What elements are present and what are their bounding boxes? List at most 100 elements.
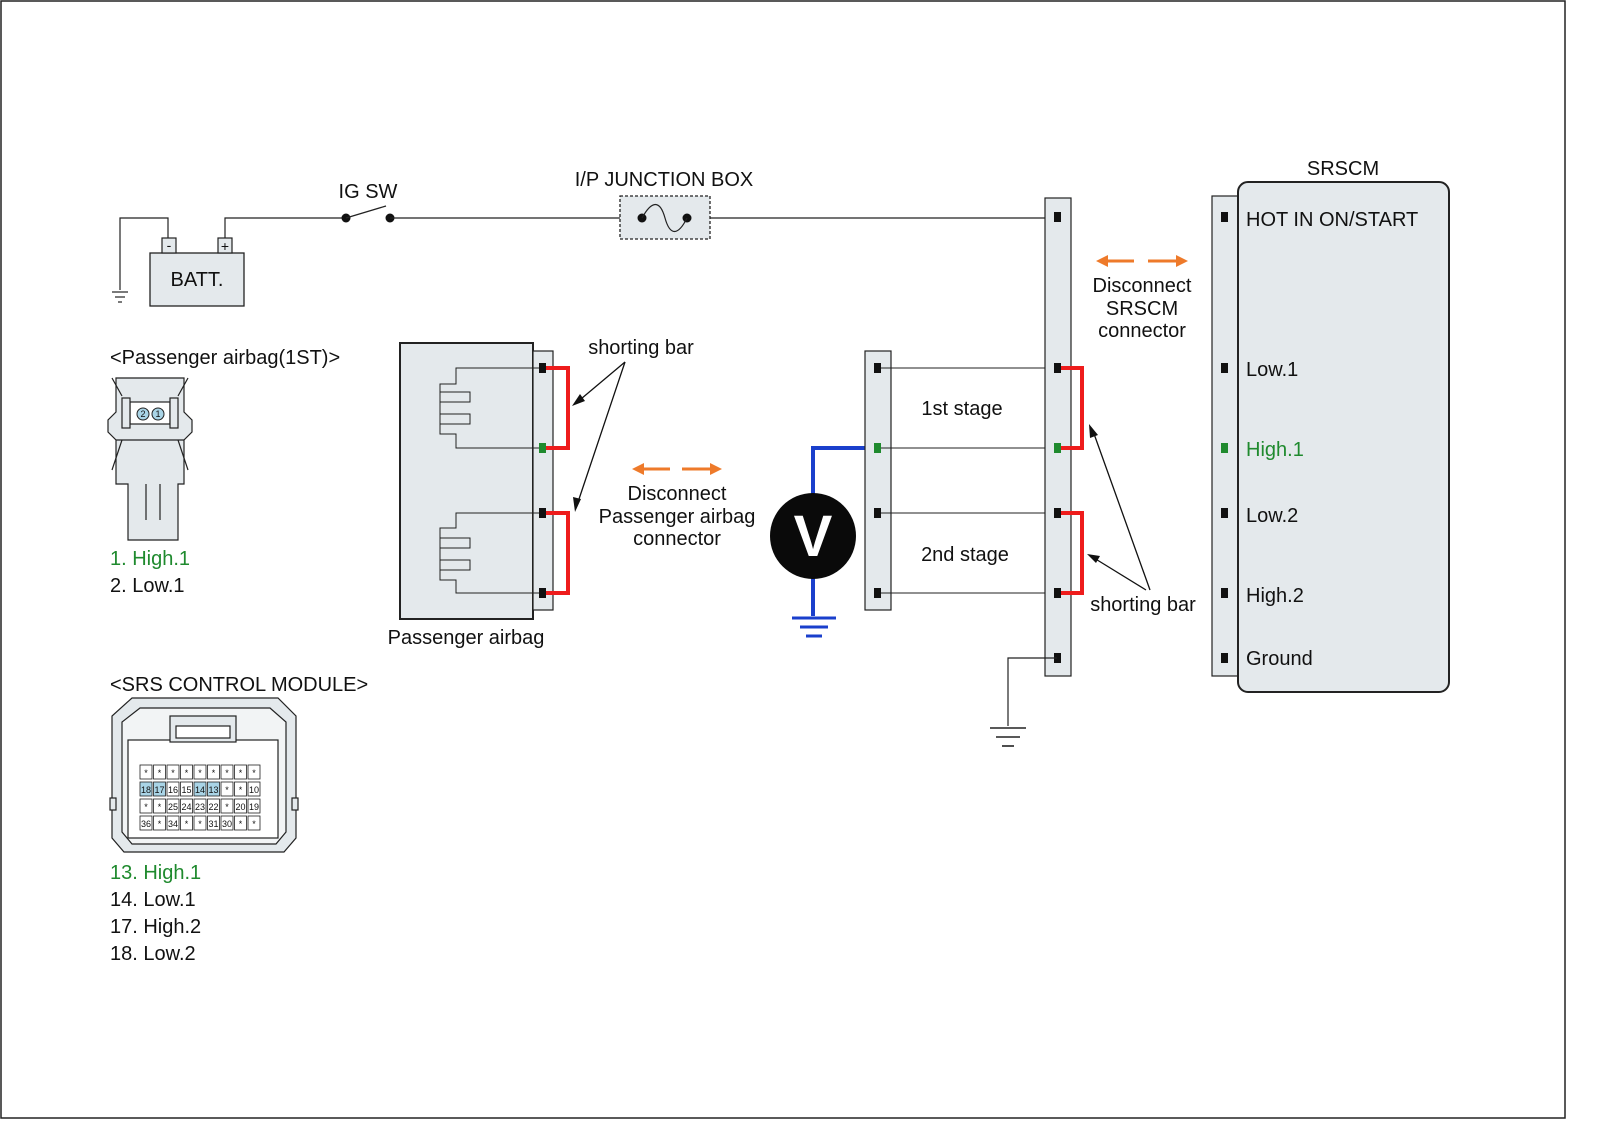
srscm-pin-label-ground: Ground [1246,648,1313,670]
srscm-harness-strip [1044,197,1072,677]
srscm-shorting-arrowhead-2 [1087,554,1100,563]
harness-pin-low2 [1054,508,1061,518]
control-module-pin-cell [193,815,207,831]
srscm-pin-label-low2: Low.2 [1246,505,1298,527]
passenger-pin-2 [136,407,150,421]
airbag-shorting-arrowhead-2 [573,497,581,512]
control-module-pin-label: * [185,819,189,829]
control-module-pin-label: 22 [208,802,218,812]
test-pin-4 [874,588,881,598]
voltmeter-probe-wire [811,446,877,494]
srscm-shorting-bar-label: shorting bar [1090,594,1196,616]
stage-2-label: 2nd stage [921,544,1009,566]
passenger-connector-title: <Passenger airbag(1ST)> [110,347,340,369]
srscm-shorting-arrowhead-1 [1089,424,1098,438]
control-module-pin-label: 10 [249,785,259,795]
srscm-pin-high1 [1221,443,1228,453]
harness-pin-hot [1054,212,1061,222]
control-module-pin-label: 34 [168,819,178,829]
passenger-pin-1-label: 1 [155,409,160,419]
disconnect-srscm-arrowhead-right [1176,255,1188,267]
control-module-pin-cell [234,815,247,831]
airbag-pin-4 [539,588,546,598]
srscm-shorting-bar-2 [1061,511,1084,595]
airbag-shorting-callout-2 [575,361,626,509]
control-module-pin-label: * [225,785,229,795]
airbag-shorting-bar-label: shorting bar [588,337,694,359]
control-module-pin-cell [193,764,207,780]
squib-stage-2-coil [439,528,471,571]
control-module-pin-cell [234,764,247,780]
control-module-pin-label: 13 [208,785,218,795]
control-module-legend-13: 13. High.1 [110,862,201,884]
control-module-pin-label: * [239,819,243,829]
control-module-pin-cell [166,815,180,831]
control-module-pin-cell [207,798,220,814]
control-module-pin-label: 30 [222,819,232,829]
squib-stage-1-coil [439,384,471,425]
control-module-title: <SRS CONTROL MODULE> [110,674,368,696]
srscm-pin-label-hot: HOT IN ON/START [1246,209,1418,231]
passenger-pin-1 [151,407,165,421]
control-module-pin-cell [193,798,207,814]
control-module-pin-label: 16 [168,785,178,795]
control-module-pin-label: 25 [168,802,178,812]
voltmeter-symbol: V [794,504,833,569]
disconnect-srscm-line-1: Disconnect [1093,275,1192,297]
control-module-legend-17: 17. High.2 [110,916,201,938]
control-module-pin-cell [220,815,234,831]
control-module-pin-cell [180,764,193,780]
harness-pin-high2 [1054,588,1061,598]
stage-1-label: 1st stage [921,398,1002,420]
srscm-pin-hot [1221,212,1228,222]
control-module-pin-label: * [158,819,162,829]
control-module-pin-cell [139,798,153,814]
control-module-pin-label: * [225,768,229,778]
control-module-pin-label: 19 [249,802,259,812]
srscm-shorting-callout-1 [1092,430,1151,591]
control-module-pin-label: 17 [154,785,164,795]
test-pin-2 [874,443,881,453]
control-module-pin-label: * [225,802,229,812]
battery-minus-terminal [161,237,177,254]
disconnect-srscm-line-3: connector [1098,320,1186,342]
control-module-pin-label: 20 [235,802,245,812]
srscm-module: SRSCM HOT IN ON/START Low.1 High.1 Low.2… [1211,158,1450,693]
control-module-pin-cell [247,764,261,780]
control-module-pin-label: * [212,768,216,778]
control-module-pin-cell [207,764,220,780]
srscm-pin-high2 [1221,588,1228,598]
harness-pin-low1 [1054,363,1061,373]
disconnect-srscm-line-2: SRSCM [1106,298,1178,320]
airbag-shorting-bar-1 [546,366,570,450]
control-module-pin-cell [180,798,193,814]
airbag-pin-3 [539,508,546,518]
passenger-airbag-connector-strip [532,350,554,611]
control-module-pin-cell [247,781,261,797]
battery-minus-label: - [167,237,172,253]
disconnect-airbag-line-3: connector [633,528,721,550]
battery [149,252,245,307]
control-module-pin-cell [180,781,193,797]
control-module-pin-cell [153,781,166,797]
disconnect-airbag-arrowhead-left [632,463,644,475]
airbag-pin-2 [539,443,546,453]
control-module-pin-label: * [185,768,189,778]
disconnect-airbag-callout: Disconnect Passenger airbag connector [599,463,755,550]
test-harness: 1st stage 2nd stage [864,350,1058,611]
battery-ground-wire [119,217,169,290]
passenger-pin-2-label: 2 [140,409,145,419]
control-module-legend-18: 18. Low.2 [110,943,196,965]
control-module-pin-cell [153,798,166,814]
control-module-pin-cell [193,781,207,797]
srscm-shorting-bar-1 [1061,366,1084,450]
airbag-circuit-diagram: - + BATT. IG SW I/P JUNCTION BOX <Passen… [0,0,1566,1119]
control-module-pin-label: * [144,802,148,812]
control-module-pin-cell [153,764,166,780]
control-module-pin-cell [247,798,261,814]
srscm-body [1237,181,1450,693]
control-module-pin-cell [166,781,180,797]
ground-symbol [112,291,128,303]
battery-label: BATT. [171,269,224,291]
control-module-legend-14: 14. Low.1 [110,889,196,911]
